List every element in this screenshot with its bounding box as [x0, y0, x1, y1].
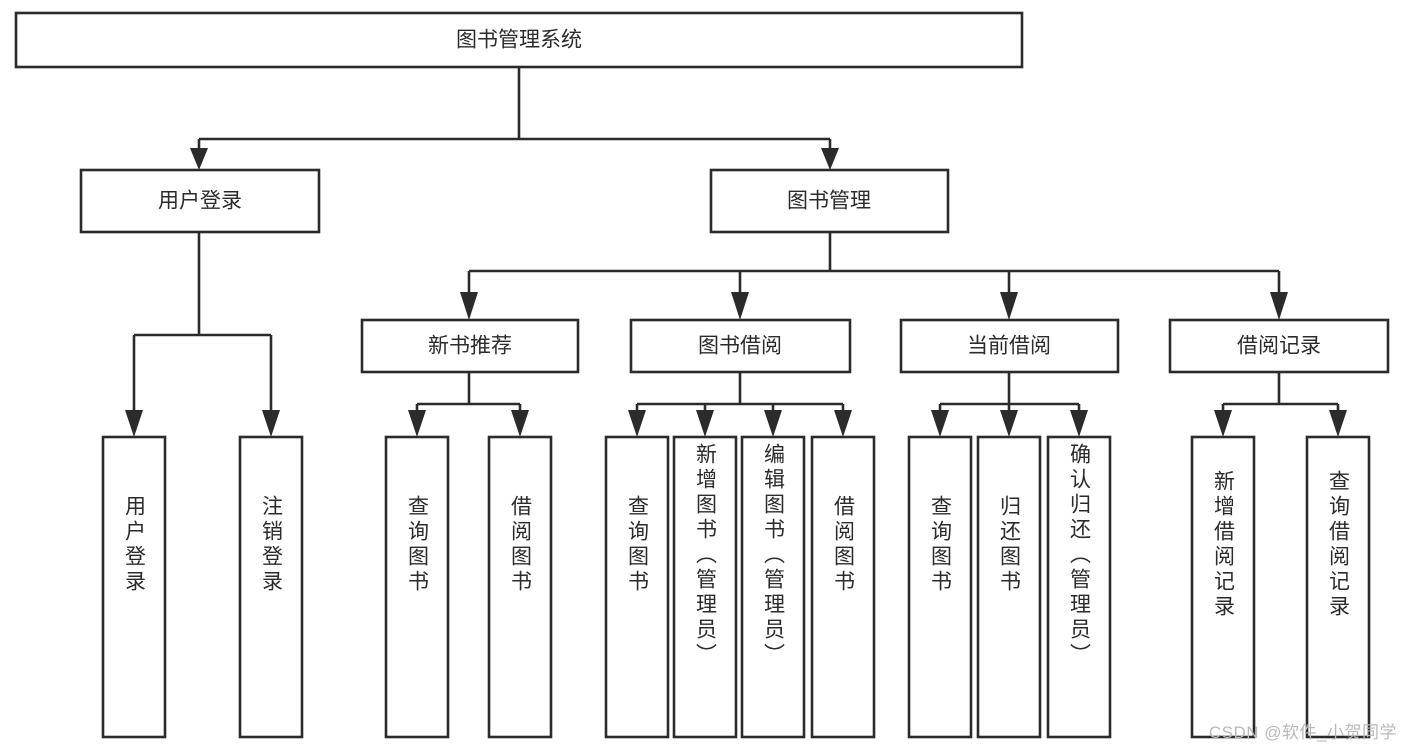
arrowhead-bookborrow-leaf-1	[628, 410, 646, 437]
arrowhead-current-borrow	[1000, 292, 1018, 320]
leaf-newbook-query-book[interactable]	[384, 435, 450, 739]
leaf-bookborrow-query-book[interactable]	[604, 435, 670, 739]
leaf-currentborrow-return-book[interactable]	[976, 435, 1042, 739]
nodes: 图书管理系统 用户登录 图书管理 新书推荐 图书借阅 当前借阅 借阅记录	[14, 11, 1390, 739]
arrowhead-currentborrow-leaf-3	[1070, 410, 1088, 437]
node-borrow-record[interactable]	[1168, 318, 1390, 374]
arrowhead-book-borrow	[731, 292, 749, 320]
leaf-bookborrow-add-book[interactable]	[672, 435, 738, 739]
node-user-login-label: 用户登录	[158, 190, 242, 213]
node-current-borrow[interactable]	[899, 318, 1120, 374]
arrowhead-bookborrow-leaf-2	[696, 410, 714, 437]
connectors	[125, 67, 1347, 437]
arrowhead-bookborrow-leaf-3	[764, 410, 782, 437]
node-book-borrow-label: 图书借阅	[698, 335, 782, 358]
node-current-borrow-label: 当前借阅	[967, 335, 1051, 358]
arrowhead-newbook-leaf-1	[408, 410, 426, 437]
node-user-login[interactable]	[79, 168, 321, 234]
node-root-label: 图书管理系统	[456, 29, 582, 52]
leaf-newbook-borrow-book[interactable]	[487, 435, 553, 739]
leaf-bookborrow-borrow-book[interactable]	[810, 435, 876, 739]
node-root[interactable]	[14, 11, 1024, 69]
arrowhead-book-mgmt	[821, 148, 839, 170]
leaf-user-login-login[interactable]	[101, 435, 167, 739]
arrowhead-borrowrecord-leaf-1	[1214, 410, 1232, 437]
node-new-book-recommend[interactable]	[360, 318, 580, 374]
leaf-borrowrecord-add-record[interactable]	[1190, 435, 1256, 739]
node-new-book-recommend-label: 新书推荐	[428, 335, 512, 358]
arrowhead-borrow-record	[1270, 292, 1288, 320]
node-borrow-record-label: 借阅记录	[1237, 335, 1321, 358]
arrowhead-leaf-user-login	[125, 410, 143, 437]
arrowhead-currentborrow-leaf-2	[1000, 410, 1018, 437]
node-book-management-label: 图书管理	[787, 190, 871, 213]
node-book-borrow[interactable]	[629, 318, 852, 374]
node-book-management[interactable]	[709, 168, 950, 234]
leaf-currentborrow-confirm-return[interactable]	[1046, 435, 1112, 739]
csdn-watermark: CSDN @软件_小贺同学	[1208, 723, 1397, 742]
arrowhead-newbook-leaf-2	[511, 410, 529, 437]
leaf-bookborrow-edit-book[interactable]	[740, 435, 806, 739]
arrowhead-user-login	[190, 148, 208, 170]
arrowhead-bookborrow-leaf-4	[834, 410, 852, 437]
arrowhead-leaf-logout	[262, 410, 280, 437]
leaf-currentborrow-query-book[interactable]	[907, 435, 973, 739]
leaf-user-login-logout[interactable]	[238, 435, 304, 739]
arrowhead-new-book	[460, 292, 478, 320]
leaf-borrowrecord-query-record[interactable]	[1305, 435, 1371, 739]
arrowhead-currentborrow-leaf-1	[931, 410, 949, 437]
arrowhead-borrowrecord-leaf-2	[1329, 410, 1347, 437]
